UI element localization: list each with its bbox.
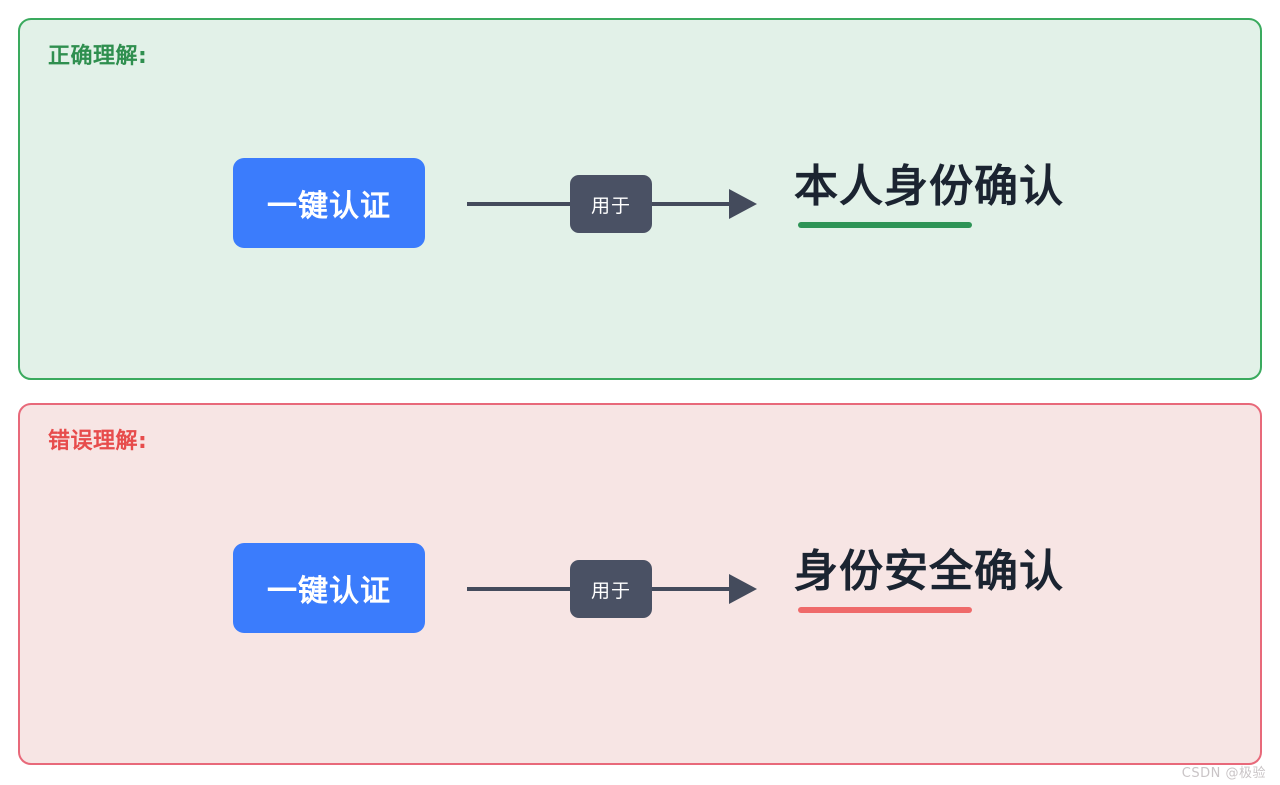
- auth-button-wrong[interactable]: 一键认证: [233, 543, 425, 633]
- panel-correct-understanding: 正确理解: 一键认证 用于 本人身份确认: [18, 18, 1262, 380]
- result-correct: 本人身份确认: [794, 156, 1064, 248]
- result-underline-wrong: [798, 607, 972, 613]
- result-text-correct: 本人身份确认: [794, 161, 1064, 212]
- result-wrong: 身份安全确认: [794, 541, 1064, 633]
- arrow-label-wrong: 用于: [570, 560, 652, 618]
- auth-button-correct[interactable]: 一键认证: [233, 158, 425, 248]
- arrow-label-correct: 用于: [570, 175, 652, 233]
- arrow-wrong: 用于: [467, 560, 757, 618]
- flow-row-wrong: 一键认证 用于 身份安全确认: [20, 543, 1260, 635]
- watermark: CSDN @极验: [1181, 766, 1266, 781]
- arrow-head-icon: [729, 574, 757, 604]
- panel-wrong-understanding: 错误理解: 一键认证 用于 身份安全确认: [18, 403, 1262, 765]
- panel-correct-title: 正确理解:: [48, 44, 148, 69]
- flow-row-correct: 一键认证 用于 本人身份确认: [20, 158, 1260, 250]
- arrow-correct: 用于: [467, 175, 757, 233]
- result-underline-correct: [798, 222, 972, 228]
- panel-wrong-title: 错误理解:: [48, 429, 148, 454]
- arrow-head-icon: [729, 189, 757, 219]
- result-text-wrong: 身份安全确认: [794, 546, 1064, 597]
